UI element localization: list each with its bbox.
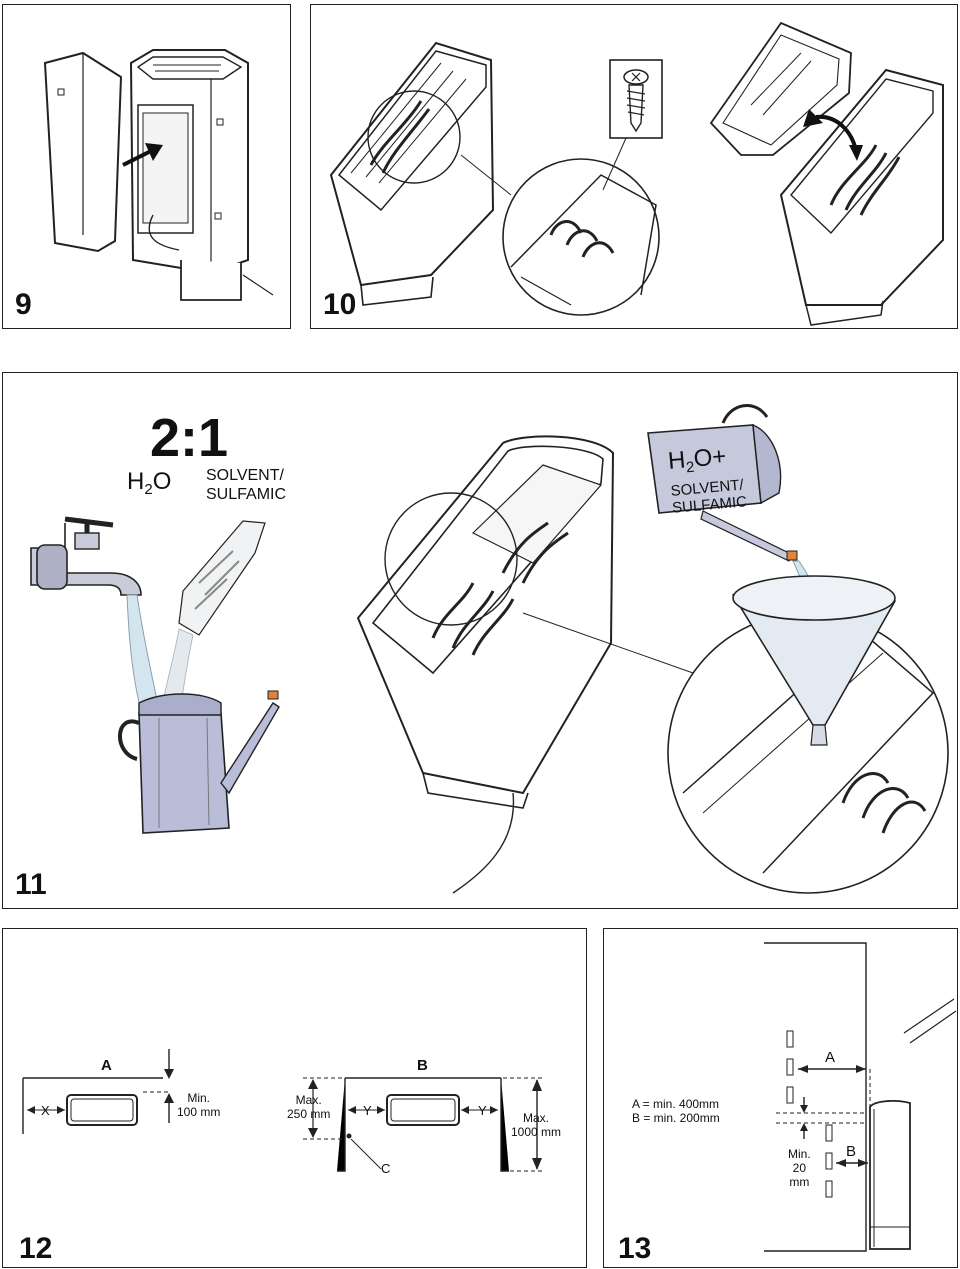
panel-number: 10 xyxy=(323,288,357,321)
max1000-line-1: Max. xyxy=(523,1111,550,1125)
min-100-label: Min. 100 mm xyxy=(177,1091,220,1119)
stone-tray-removal-illustration xyxy=(329,21,944,326)
installation-clearance-diagram xyxy=(764,942,957,1252)
min20-line-2: 20 xyxy=(792,1161,807,1175)
max250-line-2: 250 mm xyxy=(287,1107,331,1121)
clearance-rules: A = min. 400mm B = min. 200mm xyxy=(632,1097,720,1125)
descaling-illustration xyxy=(30,404,949,894)
rule-a: A = min. 400mm xyxy=(632,1097,720,1111)
min-line-2: 100 mm xyxy=(177,1105,221,1119)
max250-line-1: Max. xyxy=(295,1093,322,1107)
label-a: A xyxy=(101,1057,112,1074)
label-b: B xyxy=(846,1143,857,1160)
panel-number: 11 xyxy=(15,868,47,901)
max-1000-label: Max. 1000 mm xyxy=(511,1111,561,1139)
mix-ratio: 2:1 xyxy=(150,408,229,468)
min20-line-3: mm xyxy=(789,1175,810,1189)
panel-12: 12 A X Min. 100 mm B Y Y Max. 250 mm Max… xyxy=(2,928,587,1268)
water-h: H xyxy=(127,468,145,495)
water-o: O xyxy=(152,468,172,495)
min-20-label: Min. 20 mm xyxy=(788,1147,811,1189)
solvent-label: SOLVENT/ SULFAMIC xyxy=(206,466,286,504)
heater-side-panel-illustration xyxy=(43,49,274,301)
panel-number: 9 xyxy=(15,288,32,321)
solvent-line-2: SULFAMIC xyxy=(206,486,287,503)
label-c: C xyxy=(381,1161,391,1176)
label-b: B xyxy=(417,1057,428,1074)
max1000-line-2: 1000 mm xyxy=(511,1125,562,1139)
can-label: H2O+ SOLVENT/ SULFAMIC xyxy=(666,439,783,517)
panel-11: 11 2:1 H2O SOLVENT/ SULFAMIC H2O+ SOLVEN… xyxy=(2,372,958,909)
panel-number: 13 xyxy=(618,1232,652,1265)
vent-placement-diagram xyxy=(22,1049,545,1172)
panel-10: 10 xyxy=(310,4,958,329)
label-y-right: Y xyxy=(478,1103,487,1118)
water-formula: H2O xyxy=(127,468,172,498)
label-x: X xyxy=(41,1103,50,1118)
min20-line-1: Min. xyxy=(788,1147,811,1161)
panel-number: 12 xyxy=(19,1232,53,1265)
can-h: H xyxy=(666,446,687,475)
label-y-left: Y xyxy=(363,1103,372,1118)
solvent-line-1: SOLVENT/ xyxy=(206,467,284,484)
label-a: A xyxy=(825,1049,836,1066)
can-o-plus: O+ xyxy=(692,442,728,473)
max-250-label: Max. 250 mm xyxy=(287,1093,330,1121)
panel-9: 9 xyxy=(2,4,291,329)
panel-13: 13 A B A = min. 400mm B = min. 200mm Min… xyxy=(603,928,958,1268)
rule-b: B = min. 200mm xyxy=(632,1111,720,1125)
min-line-1: Min. xyxy=(187,1091,211,1105)
water-sub: 2 xyxy=(144,481,153,498)
